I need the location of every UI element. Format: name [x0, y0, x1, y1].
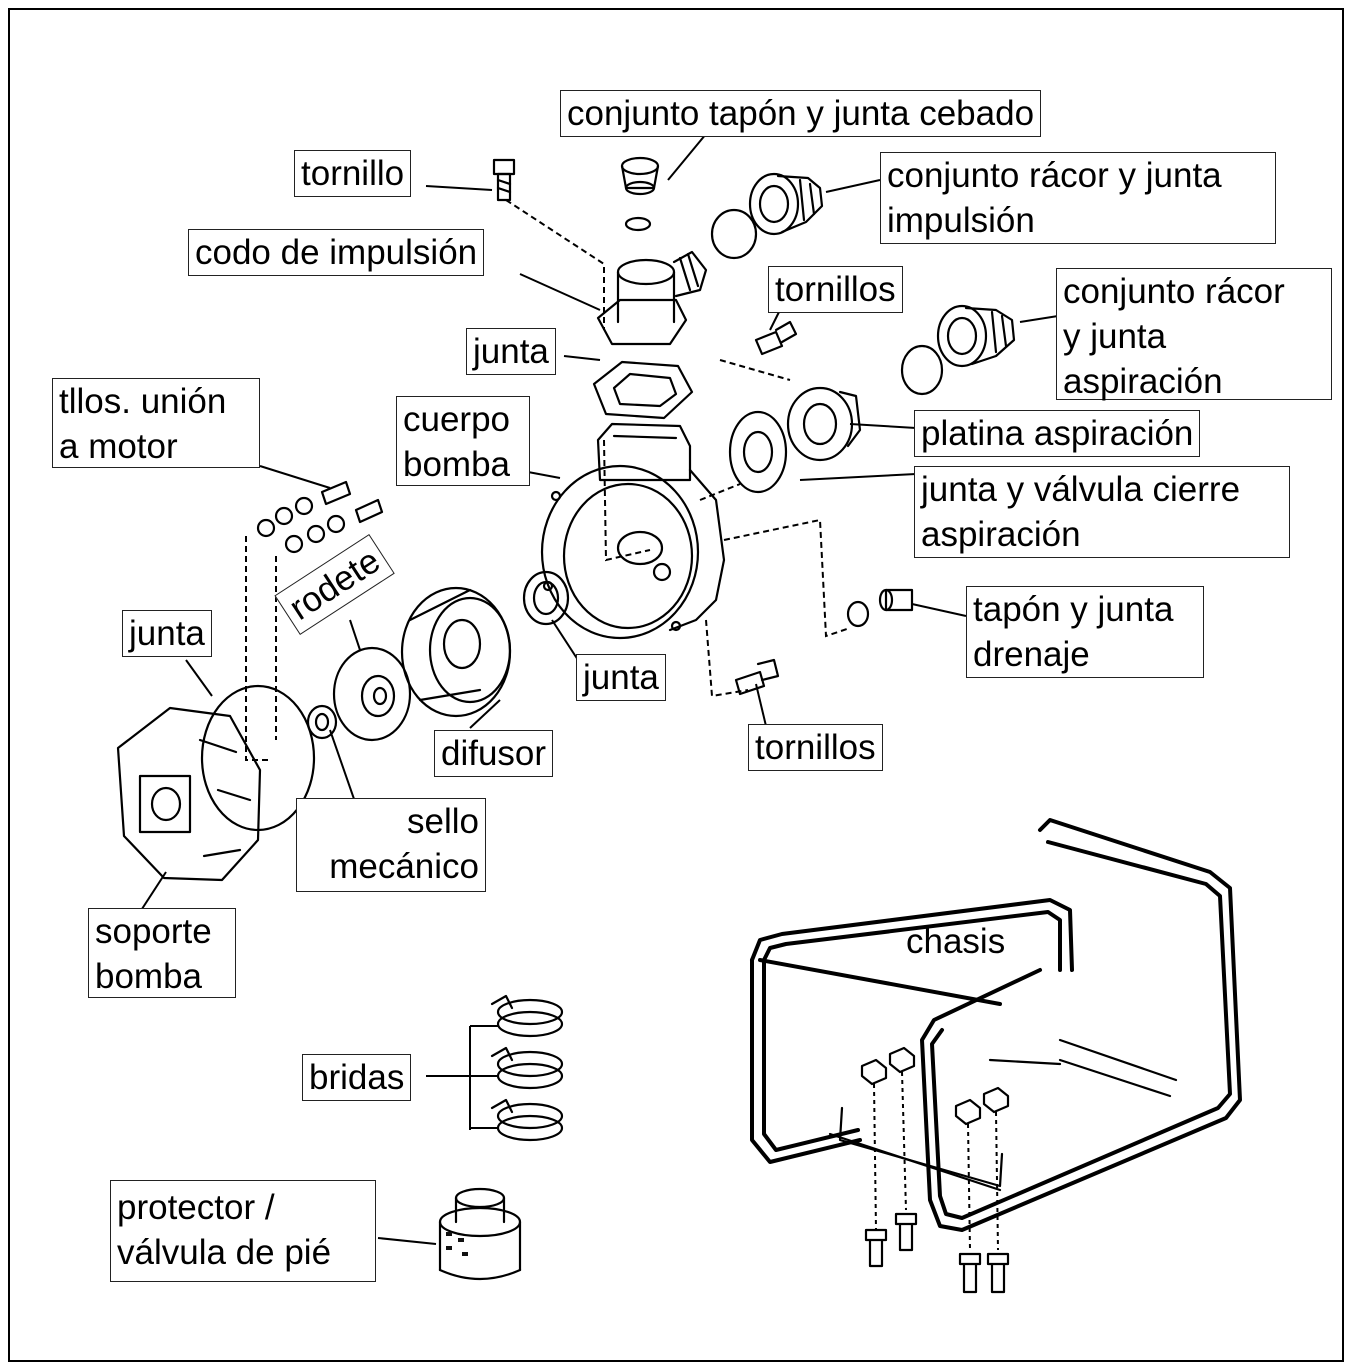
diagram-frame [8, 8, 1344, 1362]
screws-part [754, 320, 798, 356]
frame-chassis-part [750, 818, 1242, 1294]
label-gasket-top: junta [466, 328, 556, 375]
label-discharge-elbow: codo de impulsión [188, 229, 485, 276]
seal-ring-part [522, 570, 570, 626]
label-gasket-left: junta [122, 610, 212, 657]
label-strainer: protector /válvula de pié [110, 1180, 376, 1282]
pump-support-part [116, 706, 262, 882]
pump-body-part [540, 422, 726, 640]
discharge-elbow-part [596, 250, 708, 346]
suction-plate-part [728, 386, 862, 494]
label-screws-bottom: tornillos [748, 724, 883, 771]
label-diffuser: difusor [434, 730, 554, 777]
diffuser-part [400, 586, 512, 718]
motor-bolts-part [256, 480, 384, 554]
strainer-part [438, 1187, 522, 1281]
screws-bottom-part [734, 658, 780, 696]
leader-lines [139, 133, 1059, 1245]
label-chassis: chasis [906, 922, 1006, 961]
label-bolt: tornillo [294, 150, 412, 197]
drain-plug-part [846, 588, 914, 628]
label-screws-top: tornillos [768, 266, 903, 313]
clamps-part [490, 994, 564, 1142]
flange-gasket-part [592, 360, 694, 420]
label-clamps: bridas [302, 1054, 412, 1101]
label-suction-plate: platina aspiración [914, 410, 1201, 457]
priming-plug-part [620, 156, 660, 232]
bolt-part [492, 158, 516, 202]
impeller-part [332, 646, 412, 742]
mechanical-seal-part [306, 704, 338, 740]
label-gasket-mid: junta [576, 654, 666, 701]
discharge-fitting-part [710, 172, 824, 260]
label-priming-plug: conjunto tapón y junta cebado [560, 90, 1042, 137]
suction-fitting-part [900, 304, 1016, 396]
